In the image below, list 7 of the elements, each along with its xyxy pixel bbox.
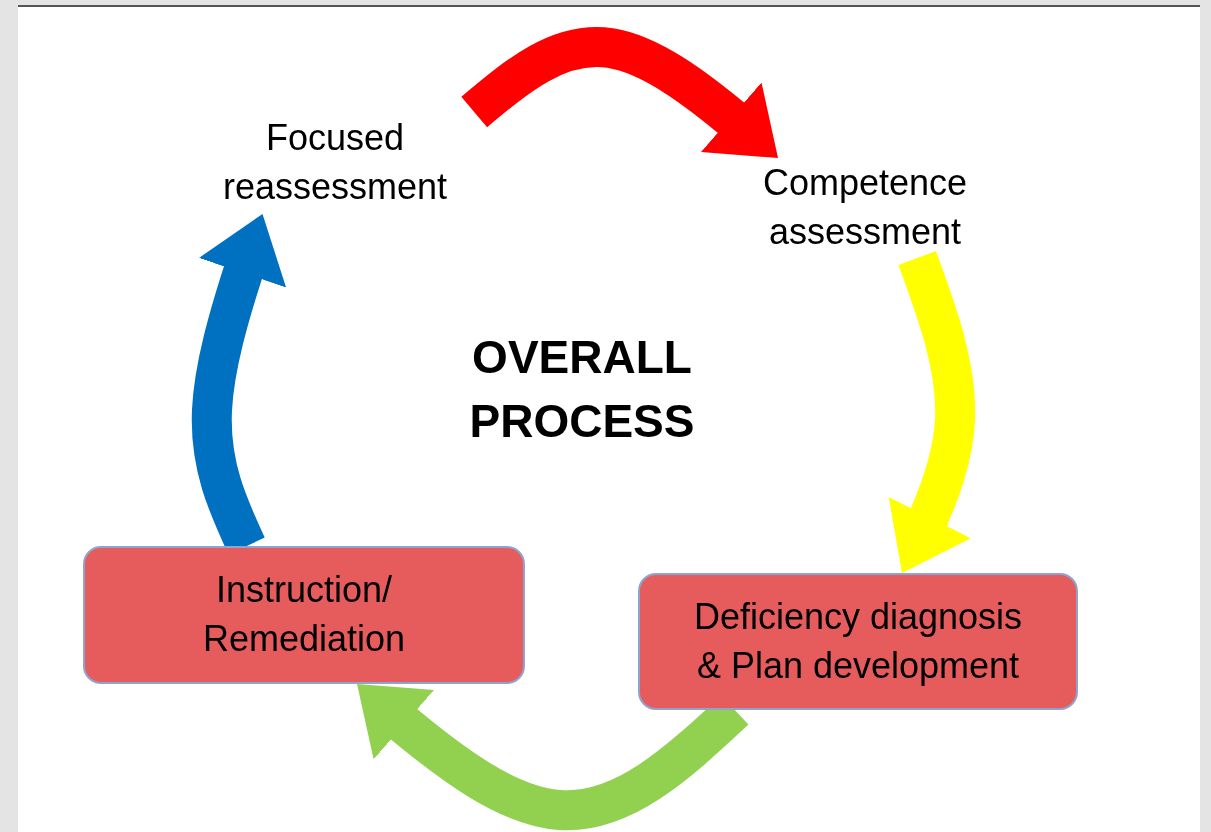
step-label: Competence assessment (761, 161, 969, 254)
process-box (638, 573, 1078, 710)
step-label: Focused reassessment (221, 116, 449, 209)
process-box (83, 546, 525, 684)
step-label: Instruction/ Remediation (201, 568, 407, 661)
step-label: Deficiency diagnosis & Plan development (692, 594, 1024, 688)
center-heading: OVERALL PROCESS (468, 330, 696, 450)
